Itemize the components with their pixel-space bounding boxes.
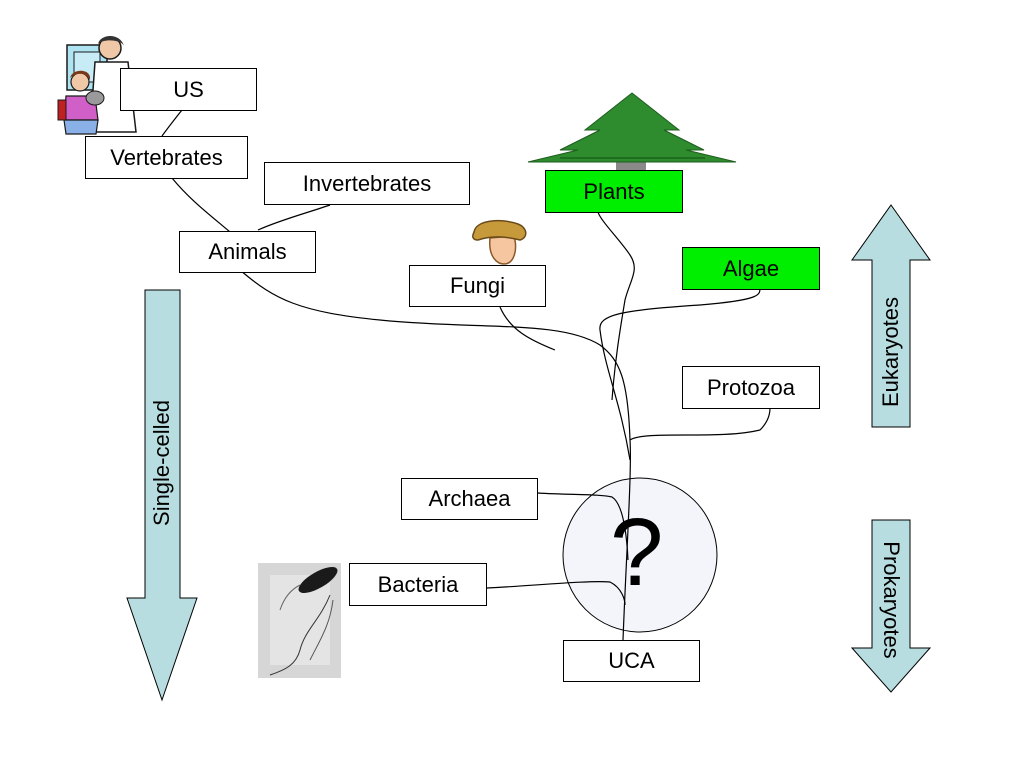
eukaryotes-label: Eukaryotes xyxy=(878,296,903,408)
bacterium-micrograph xyxy=(258,563,341,678)
pine-tree-clipart xyxy=(527,92,737,174)
bacteria-box: Bacteria xyxy=(349,563,487,606)
animals-box: Animals xyxy=(179,231,316,273)
fungi-box: Fungi xyxy=(409,265,546,307)
protozoa-box: Protozoa xyxy=(682,366,820,409)
prokaryotes-arrow xyxy=(850,519,932,693)
branch-lines xyxy=(161,109,771,641)
prokaryotes-label: Prokaryotes xyxy=(879,541,904,659)
invertebrates-box: Invertebrates xyxy=(264,162,470,205)
uca-box: UCA xyxy=(563,640,700,682)
single-celled-arrow xyxy=(126,289,198,702)
vertebrates-box: Vertebrates xyxy=(85,136,248,179)
mushroom-clipart xyxy=(472,219,527,265)
algae-box: Algae xyxy=(682,247,820,290)
plants-box: Plants xyxy=(545,170,683,213)
question-mark: ? xyxy=(610,499,664,606)
archaea-box: Archaea xyxy=(401,478,538,520)
us-box: US xyxy=(120,68,257,111)
eukaryotes-arrow xyxy=(851,204,931,428)
origin-circle xyxy=(562,477,718,633)
single-celled-label: Single-celled xyxy=(149,400,174,526)
